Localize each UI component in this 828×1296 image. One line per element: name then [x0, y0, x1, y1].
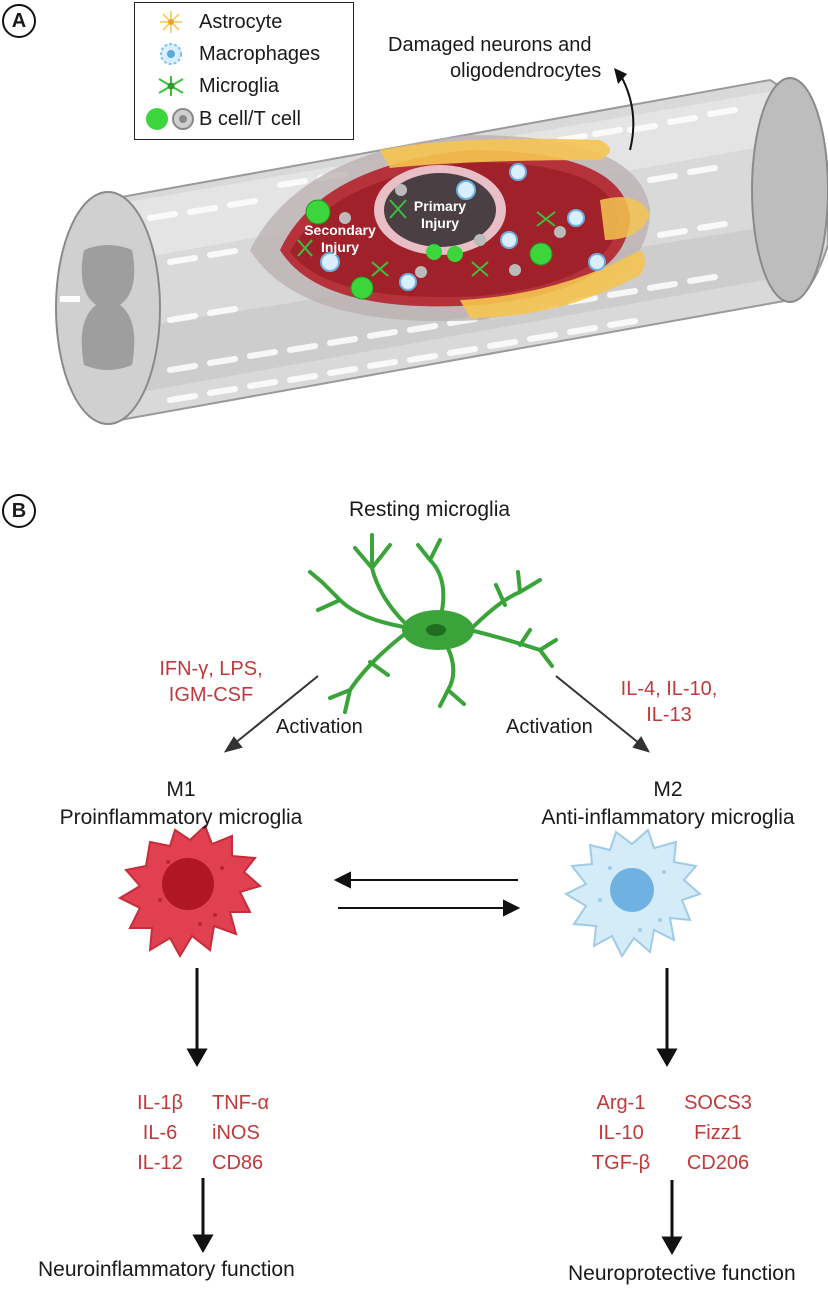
marker-il12: IL-12: [137, 1152, 183, 1174]
spinal-cord-illustration: [55, 68, 828, 425]
marker-il6: IL-6: [142, 1122, 178, 1144]
microglia-icon: [143, 73, 199, 99]
m1-stimuli-line1: IFN-γ, LPS,: [159, 658, 263, 680]
lesion-cells: [297, 163, 606, 300]
marker-arg1: Arg-1: [596, 1092, 646, 1114]
panel-b-label: B: [2, 494, 36, 528]
secondary-injury-line1: Secondary: [304, 222, 376, 238]
marker-il10: IL-10: [598, 1122, 644, 1144]
legend-label-lymphocytes: B cell/T cell: [199, 107, 301, 130]
m1-function-label: Neuroinflammatory function: [38, 1258, 295, 1281]
m2-markers-col1: Arg-1 IL-10 TGF-β: [584, 1088, 658, 1178]
nerve-fibers: [147, 107, 738, 403]
damaged-neurons-label-line2: oligodendrocytes: [450, 60, 602, 82]
activation-label-left: Activation: [276, 716, 363, 738]
m2-title: M2: [653, 778, 683, 801]
resting-microglia-cell: [308, 533, 558, 714]
legend-item-macrophages: Macrophages: [143, 41, 320, 67]
secondary-injury-label: Secondary Injury: [300, 222, 380, 256]
m1-heading: M1 Proinflammatory microglia: [42, 776, 320, 832]
m1-stimuli: IFN-γ, LPS, IGM-CSF: [146, 656, 276, 708]
m1-microglia-cell: [117, 824, 263, 958]
primary-injury-line2: Injury: [420, 215, 460, 231]
activation-label-right: Activation: [506, 716, 593, 738]
m2-function-label: Neuroprotective function: [568, 1262, 796, 1285]
marker-il1b: IL-1β: [137, 1092, 183, 1114]
m1-nucleus: [162, 858, 214, 910]
legend-label-microglia: Microglia: [199, 74, 280, 97]
legend-label-astrocyte: Astrocyte: [199, 10, 283, 33]
legend-item-lymphocytes: B cell/T cell: [143, 106, 301, 132]
m2-heading: M2 Anti-inflammatory microglia: [522, 776, 814, 832]
m2-stimuli-line1: IL-4, IL-10,: [620, 678, 718, 700]
m2-stimuli: IL-4, IL-10, IL-13: [604, 676, 734, 728]
m1-markers-col1: IL-1β IL-6 IL-12: [128, 1088, 192, 1178]
marker-cd206: CD206: [686, 1152, 750, 1174]
m1-markers-col2: TNF-α iNOS CD86: [212, 1088, 292, 1178]
legend: Astrocyte Macrophages Microglia B cell/T…: [134, 2, 354, 140]
marker-cd86: CD86: [212, 1152, 264, 1174]
damaged-neurons-label: Damaged neurons and oligodendrocytes: [388, 32, 601, 84]
primary-injury-line1: Primary: [413, 198, 467, 214]
m2-nucleus: [610, 868, 654, 912]
resting-microglia-body: [402, 610, 474, 650]
primary-injury-label: Primary Injury: [410, 198, 470, 232]
legend-item-astrocyte: Astrocyte: [143, 9, 282, 35]
marker-inos: iNOS: [212, 1122, 260, 1144]
marker-tgfb: TGF-β: [591, 1152, 651, 1174]
astrocyte-icon: [143, 9, 199, 35]
panel-a-label: A: [2, 4, 36, 38]
lymphocyte-icon: [143, 106, 199, 132]
damaged-neurons-label-line1: Damaged neurons and: [388, 34, 592, 56]
m2-subtitle: Anti-inflammatory microglia: [541, 806, 795, 829]
macrophage-icon: [143, 41, 199, 67]
m1-title: M1: [166, 778, 196, 801]
damaged-neurons-arrow: [619, 73, 635, 151]
marker-fizz1: Fizz1: [694, 1122, 742, 1144]
m1-subtitle: Proinflammatory microglia: [59, 806, 303, 829]
marker-tnfa: TNF-α: [212, 1092, 270, 1114]
legend-label-macrophages: Macrophages: [199, 42, 321, 65]
m2-stimuli-line2: IL-13: [646, 704, 692, 726]
m2-microglia-cell: [563, 828, 702, 958]
resting-microglia-label: Resting microglia: [349, 498, 511, 521]
secondary-injury-line2: Injury: [320, 239, 360, 255]
m2-markers-col2: SOCS3 Fizz1 CD206: [678, 1088, 758, 1178]
m1-stimuli-line2: IGM-CSF: [168, 684, 254, 706]
marker-socs3: SOCS3: [684, 1092, 752, 1114]
legend-item-microglia: Microglia: [143, 73, 279, 99]
